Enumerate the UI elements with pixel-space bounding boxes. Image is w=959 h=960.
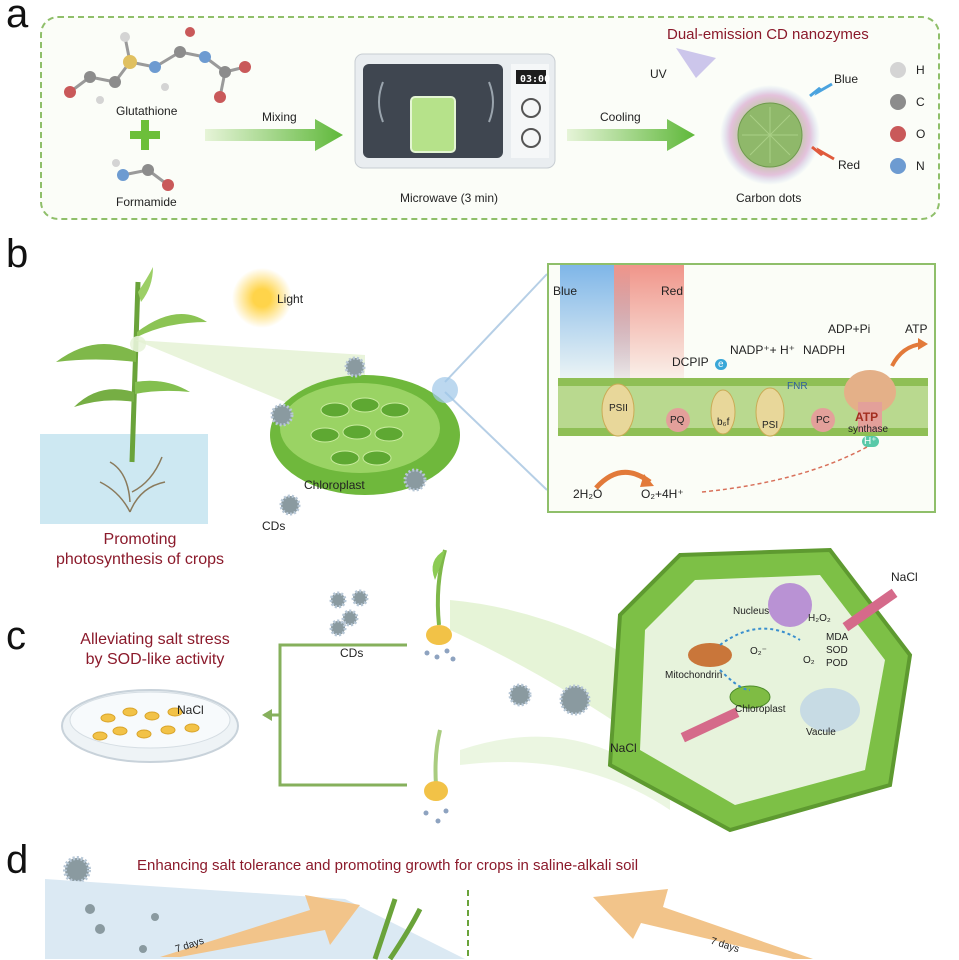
blue-emission-bolt xyxy=(809,82,833,98)
inset-red-label: Red xyxy=(661,284,684,298)
water-splitting-arrow xyxy=(594,469,654,490)
chloroplast-illustration xyxy=(270,375,460,495)
atp-synthase-label-1: ATP xyxy=(855,410,879,424)
nacl-top-label: NaCl xyxy=(891,570,918,584)
branch-connector xyxy=(262,643,407,787)
carbon-dot xyxy=(720,85,820,185)
sun-icon xyxy=(232,268,292,328)
blue-emission-label: Blue xyxy=(834,72,859,86)
formamide-label: Formamide xyxy=(116,195,177,209)
mda-label: MDA xyxy=(826,632,849,643)
legend-h-dot xyxy=(890,62,906,78)
red-emission-label: Red xyxy=(838,158,861,172)
dcpip-label: DCPIP xyxy=(672,355,709,369)
cooling-arrow xyxy=(567,119,695,151)
crop-plant xyxy=(40,267,208,524)
atp-arrow xyxy=(890,338,928,367)
cooling-label: Cooling xyxy=(600,110,641,124)
nadp-label: NADP⁺+ H⁺ xyxy=(730,343,796,357)
thylakoid-membrane xyxy=(558,370,928,437)
carbon-dot-cluster-b xyxy=(270,356,458,516)
cds-label-c: CDs xyxy=(340,646,364,660)
vacule-label: Vacule xyxy=(806,727,836,738)
h2o2-label: H₂O₂ xyxy=(808,613,831,624)
chloroplast-cell-label: Chloroplast xyxy=(735,704,786,715)
water-label: 2H₂O xyxy=(573,487,603,501)
glutathione-label: Glutathione xyxy=(116,104,178,118)
plus-icon xyxy=(130,120,160,150)
panel-d-title: Enhancing salt tolerance and promoting g… xyxy=(137,857,639,874)
red-emission-bolt xyxy=(811,145,835,161)
electron-label: e xyxy=(715,359,727,370)
legend-n-label: N xyxy=(916,159,925,173)
panel-c-title-line2: by SOD-like activity xyxy=(85,651,225,668)
formamide-molecule xyxy=(112,159,174,191)
panel-b-caption-line2: photosynthesis of crops xyxy=(55,551,225,568)
b6f-label: b₆f xyxy=(717,417,730,428)
uv-label: UV xyxy=(650,67,667,81)
legend-c-dot xyxy=(890,94,906,110)
nucleus-label: Nucleus xyxy=(733,606,770,617)
oxygen-label: O₂+4H⁺ xyxy=(641,487,684,501)
panel-b-caption: Promoting photosynthesis of crops xyxy=(30,530,250,570)
plant-cell xyxy=(607,547,959,833)
o2-label: O₂ xyxy=(803,655,815,666)
panel-letter-b: b xyxy=(6,232,29,276)
mitochondrin-label: Mitochondrin xyxy=(665,670,723,681)
mixing-label: Mixing xyxy=(262,110,297,124)
dashed-divider xyxy=(467,890,469,960)
h-plus-label: H⁺ xyxy=(862,436,879,447)
sod-label: SOD xyxy=(826,645,848,656)
soil-treated-area xyxy=(45,879,465,960)
zoom-cone-membrane xyxy=(444,273,548,491)
carbon-dot-cluster-c xyxy=(329,589,369,637)
light-label: Light xyxy=(277,292,304,306)
glutathione-molecule xyxy=(64,27,251,104)
carbon-dots-label: Carbon dots xyxy=(736,191,802,205)
uv-beam xyxy=(676,48,716,78)
adp-label: ADP+Pi xyxy=(828,322,871,336)
microwave-oven xyxy=(354,53,556,169)
psii-label: PSII xyxy=(609,403,628,414)
pod-label: POD xyxy=(826,658,848,669)
fnr-label: FNR xyxy=(787,381,808,392)
seedling-with-cds xyxy=(424,549,456,662)
proton-path-arrow xyxy=(701,446,868,493)
panel-c-title: Alleviating salt stress by SOD-like acti… xyxy=(45,630,265,670)
legend-o-dot xyxy=(890,126,906,142)
atp-synthase-label-2: synthase xyxy=(848,424,889,435)
red-light-beam xyxy=(614,265,684,395)
legend-c-label: C xyxy=(916,95,925,109)
seedling-control xyxy=(423,729,449,824)
petri-dish xyxy=(61,689,239,763)
pc-label: PC xyxy=(816,415,830,426)
panel-a-title: Dual-emission CD nanozymes xyxy=(667,26,869,43)
panel-letter-d: d xyxy=(6,838,29,882)
atom-legend: H C O N xyxy=(890,62,930,182)
panel-c-title-line1: Alleviating salt stress xyxy=(80,631,230,648)
microwave-label: Microwave (3 min) xyxy=(400,191,499,205)
o2minus-label: O₂⁻ xyxy=(750,646,767,657)
timer-display: 03:00 xyxy=(520,74,551,85)
legend-o-label: O xyxy=(916,127,926,141)
panel-letter-c: c xyxy=(6,614,26,658)
nacl-bottom-label: NaCl xyxy=(610,741,637,755)
psi-label: PSI xyxy=(762,420,779,431)
growth-arrow-left xyxy=(160,895,360,957)
legend-n-dot xyxy=(890,158,906,174)
nacl-dish-label: NaCl xyxy=(177,703,204,717)
panel-letter-a: a xyxy=(6,0,29,36)
pq-label: PQ xyxy=(670,415,685,426)
chloroplast-label: Chloroplast xyxy=(304,478,365,492)
carbon-dot-d xyxy=(63,856,91,884)
cds-label-b: CDs xyxy=(262,519,286,533)
growth-arrow-right xyxy=(593,889,813,959)
atp-label: ATP xyxy=(905,322,928,336)
mixing-arrow xyxy=(205,119,343,151)
nadph-label: NADPH xyxy=(803,343,846,357)
inset-blue-label: Blue xyxy=(553,284,578,298)
legend-h-label: H xyxy=(916,63,925,77)
panel-b-caption-line1: Promoting xyxy=(103,531,177,548)
